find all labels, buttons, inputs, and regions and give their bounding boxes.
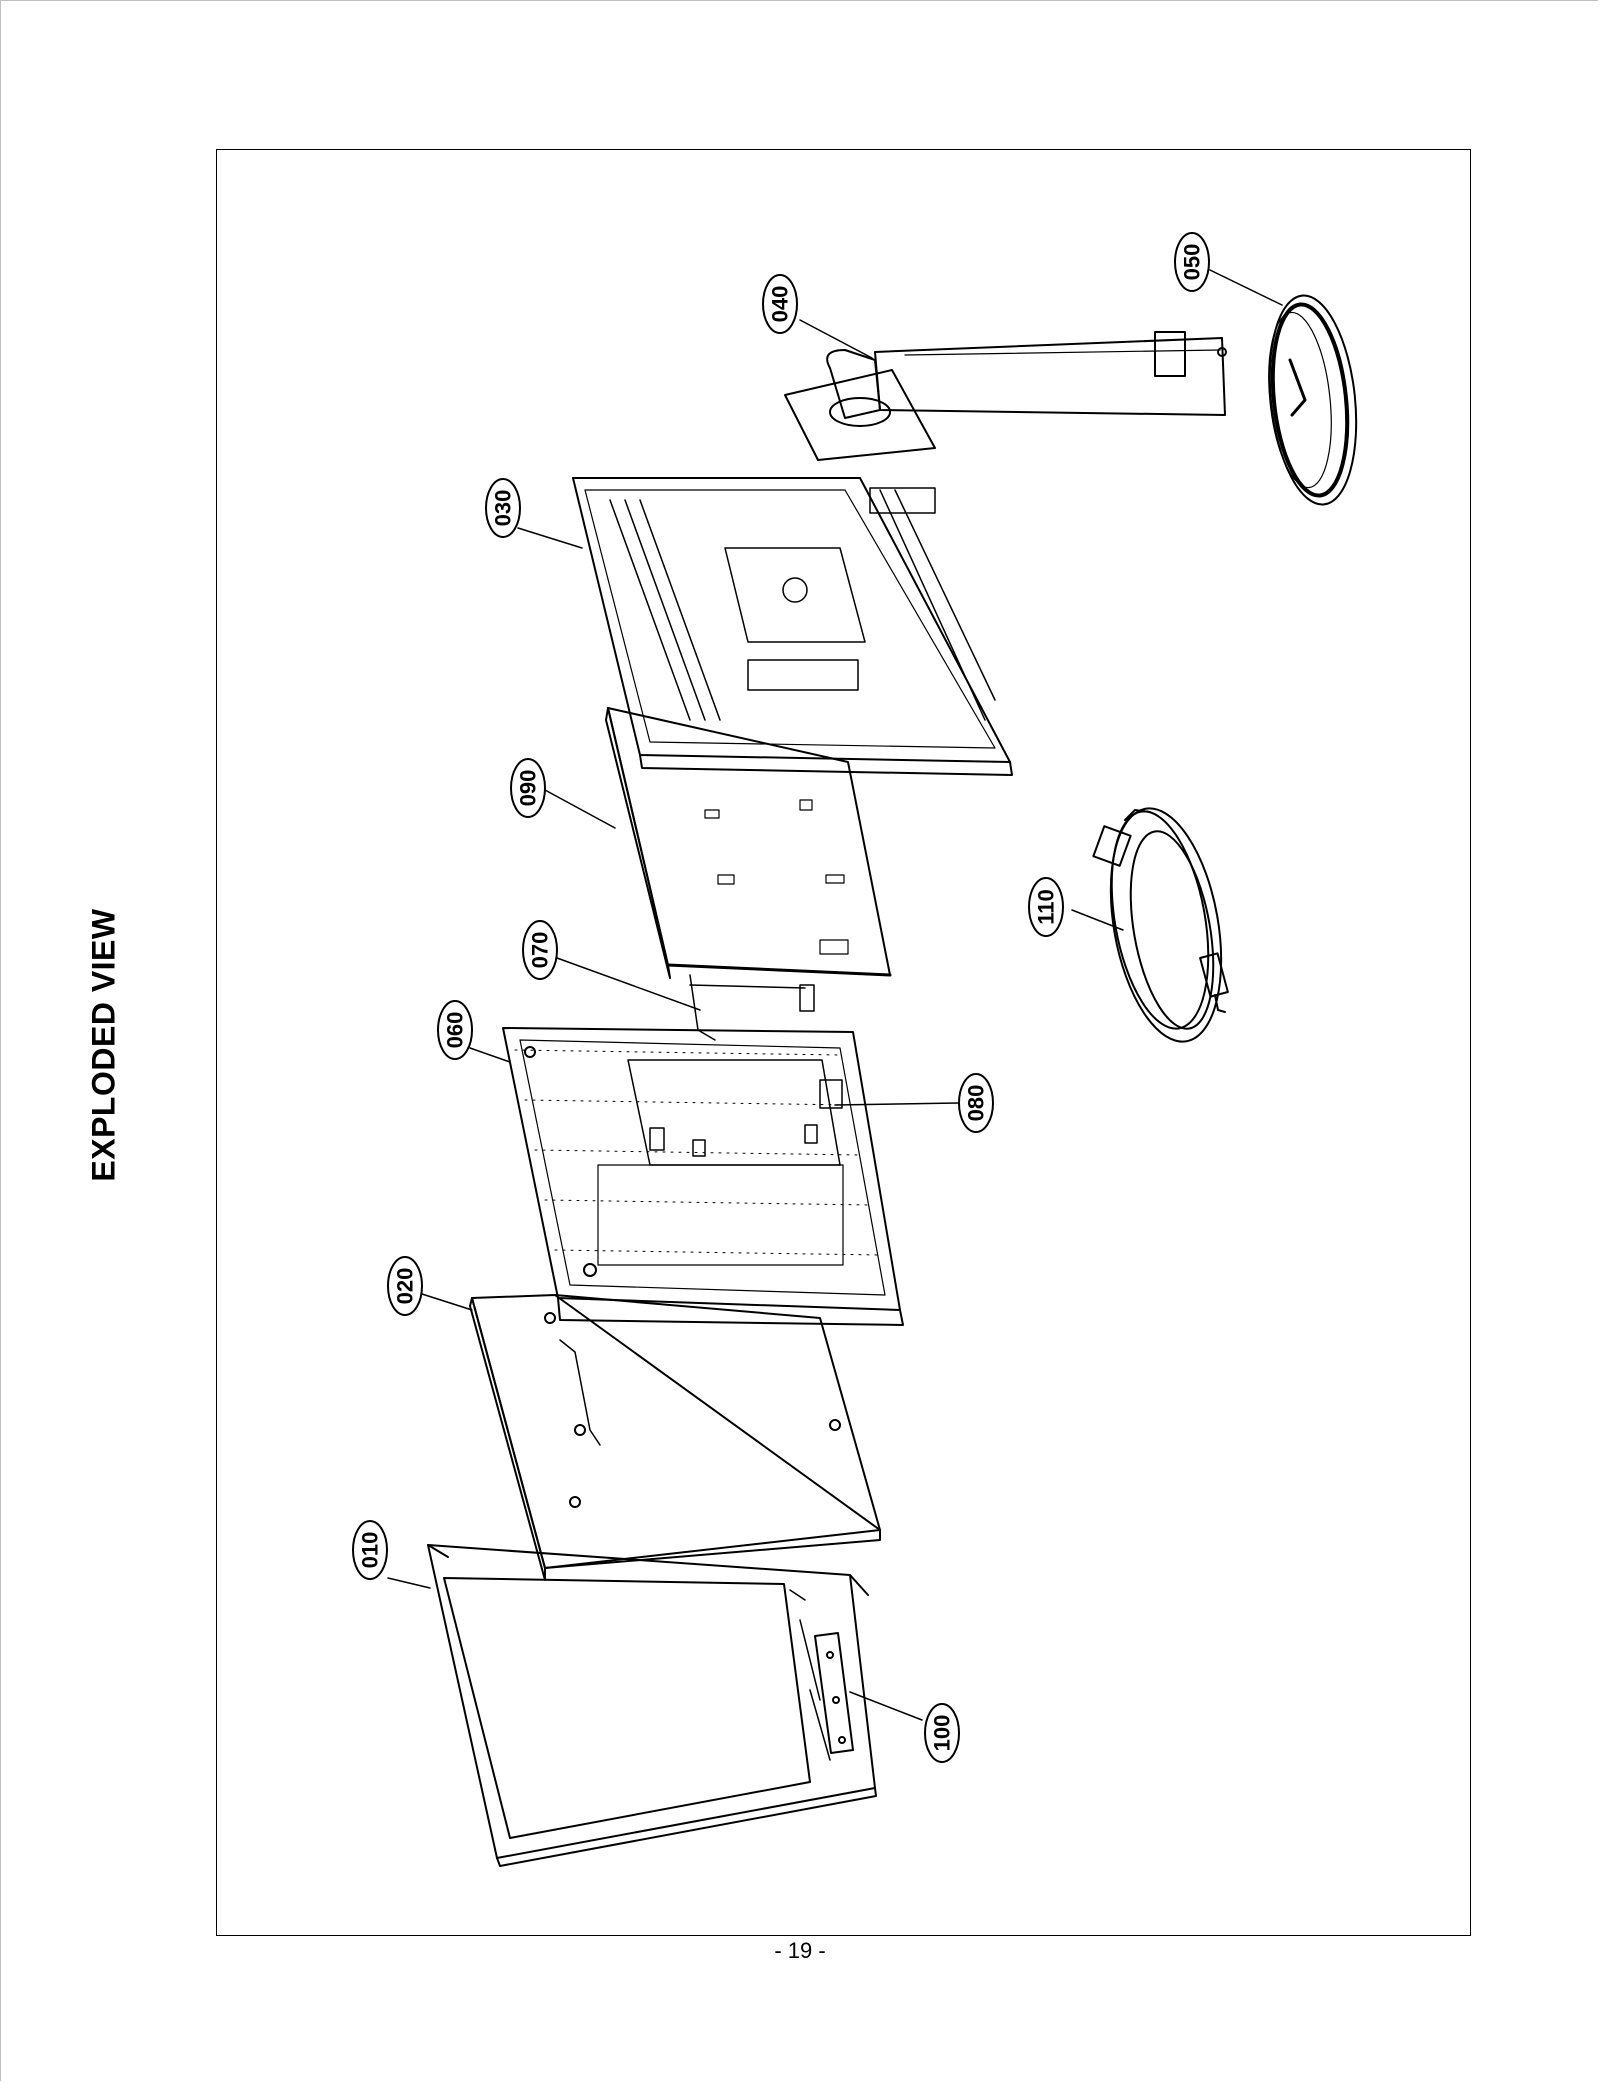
- page-number: - 19 -: [774, 1938, 826, 1963]
- power-cord-part: [1092, 807, 1229, 1043]
- callout-label-030: 030: [491, 490, 516, 527]
- lcd-module-part: [469, 1294, 881, 1581]
- shield-cover-part: [605, 707, 892, 979]
- callout-label-040: 040: [768, 286, 793, 323]
- callout-100: 100: [924, 1703, 960, 1763]
- callout-label-090: 090: [516, 770, 541, 807]
- cable-part: [689, 974, 815, 1041]
- leader-040: [799, 319, 873, 359]
- leader-lines: [387, 269, 1283, 1721]
- leader-100: [849, 1691, 923, 1721]
- front-bezel-part: [427, 1544, 877, 1867]
- leader-020: [421, 1293, 473, 1311]
- callout-label-080: 080: [964, 1085, 989, 1122]
- main-frame-part: [502, 1027, 904, 1326]
- callout-label-050: 050: [1180, 244, 1205, 281]
- callout-010: 010: [352, 1520, 388, 1580]
- callout-label-070: 070: [528, 932, 553, 969]
- stand-base-part: [1268, 294, 1358, 506]
- leader-090: [544, 789, 616, 829]
- callout-label-100: 100: [930, 1715, 955, 1752]
- callout-090: 090: [510, 758, 546, 818]
- back-cover-part: [572, 477, 1013, 776]
- drawing-frame: [216, 149, 1471, 1936]
- control-board-part: [814, 1632, 854, 1754]
- callout-070: 070: [522, 920, 558, 980]
- stand-neck-part: [784, 331, 1227, 461]
- leader-110: [1071, 909, 1124, 931]
- main-board-part: [627, 1059, 843, 1166]
- callout-110: 110: [1028, 877, 1064, 937]
- callout-label-110: 110: [1034, 889, 1059, 925]
- callout-080: 080: [958, 1073, 994, 1133]
- callout-label-010: 010: [358, 1532, 383, 1569]
- callout-020: 020: [387, 1256, 423, 1316]
- callout-label-060: 060: [443, 1012, 468, 1049]
- leader-030: [517, 527, 583, 549]
- leader-070: [556, 957, 701, 1011]
- callout-040: 040: [762, 274, 798, 334]
- callout-050: 050: [1174, 232, 1210, 292]
- callout-030: 030: [485, 478, 521, 538]
- leader-080: [834, 1102, 959, 1106]
- leader-060: [469, 1047, 511, 1063]
- leader-010: [387, 1577, 431, 1589]
- callout-060: 060: [437, 1000, 473, 1060]
- callout-label-020: 020: [393, 1268, 418, 1305]
- leader-050: [1209, 269, 1283, 306]
